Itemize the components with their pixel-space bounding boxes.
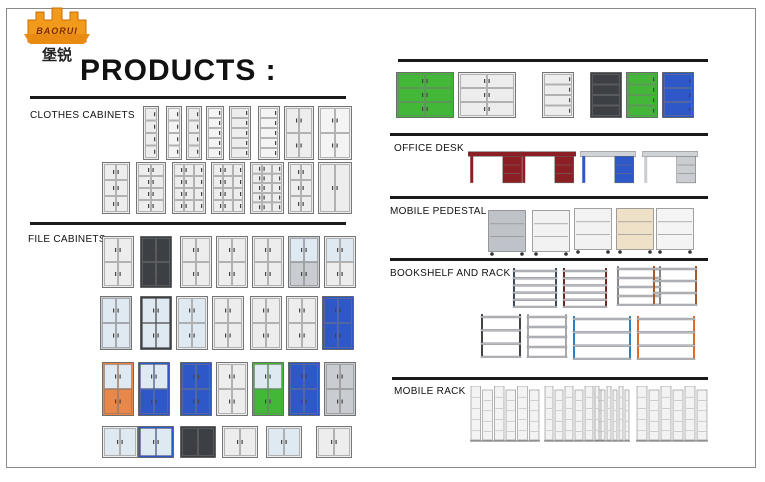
storage-rack-1 xyxy=(480,314,522,358)
clothes-cabinet-2 xyxy=(166,106,182,160)
clothes-cabinet-7 xyxy=(284,106,314,160)
filing-drawer-cabinet-2 xyxy=(458,72,516,118)
label-file-cabinets: FILE CABINETS xyxy=(28,234,106,245)
file-cabinet-1 xyxy=(102,236,134,288)
filing-drawer-cabinet-6 xyxy=(662,72,694,118)
clothes-cabinet-5 xyxy=(229,106,251,160)
label-clothes-cabinets: CLOTHES CABINETS xyxy=(30,110,135,121)
clothes-cabinet-15 xyxy=(318,162,352,214)
clothes-cabinet-14 xyxy=(288,162,314,214)
file-cabinet-16 xyxy=(138,362,170,416)
file-cabinet-13 xyxy=(286,296,318,350)
office-desk-3 xyxy=(580,146,636,184)
bookshelf-1 xyxy=(512,268,558,308)
file-cabinet-24 xyxy=(180,426,216,458)
clothes-cabinet-13 xyxy=(250,162,284,214)
rule-mobile-rack xyxy=(392,377,708,380)
file-cabinet-26 xyxy=(266,426,302,458)
file-cabinet-23 xyxy=(138,426,174,458)
office-desk-1 xyxy=(468,146,524,184)
file-cabinet-22 xyxy=(102,426,138,458)
file-cabinet-20 xyxy=(288,362,320,416)
clothes-cabinet-9 xyxy=(102,162,130,214)
file-cabinet-6 xyxy=(288,236,320,288)
file-cabinet-9 xyxy=(140,296,172,350)
page-title: PRODUCTS : xyxy=(80,54,277,87)
label-mobile-rack: MOBILE RACK xyxy=(394,386,466,397)
rule-office xyxy=(390,133,708,136)
mobile-pedestal-3 xyxy=(574,208,612,254)
file-cabinet-8 xyxy=(100,296,132,350)
file-cabinet-17 xyxy=(180,362,212,416)
bookshelf-2 xyxy=(562,268,608,308)
label-office-desk: OFFICE DESK xyxy=(394,143,464,154)
clothes-cabinet-3 xyxy=(186,106,202,160)
file-cabinet-27 xyxy=(316,426,352,458)
mobile-pedestal-5 xyxy=(656,208,694,254)
clothes-cabinet-12 xyxy=(211,162,245,214)
file-cabinet-11 xyxy=(212,296,244,350)
file-cabinet-4 xyxy=(216,236,248,288)
filing-drawer-cabinet-4 xyxy=(590,72,622,118)
clothes-cabinet-1 xyxy=(143,106,159,160)
file-cabinet-12 xyxy=(250,296,282,350)
filing-drawer-cabinet-5 xyxy=(626,72,658,118)
crown-icon xyxy=(24,7,90,44)
file-cabinet-10 xyxy=(176,296,208,350)
clothes-cabinet-10 xyxy=(136,162,166,214)
file-cabinet-19 xyxy=(252,362,284,416)
storage-rack-2 xyxy=(526,314,568,358)
file-cabinet-21 xyxy=(324,362,356,416)
file-cabinet-25 xyxy=(222,426,258,458)
clothes-cabinet-11 xyxy=(172,162,206,214)
office-desk-4 xyxy=(642,146,698,184)
rule-pedestal xyxy=(390,196,708,199)
file-cabinet-18 xyxy=(216,362,248,416)
rule-file xyxy=(30,222,346,225)
mobile-rack-1 xyxy=(470,386,540,442)
office-desk-2 xyxy=(520,146,576,184)
clothes-cabinet-8 xyxy=(318,106,352,160)
clothes-cabinet-6 xyxy=(258,106,280,160)
file-cabinet-3 xyxy=(180,236,212,288)
mobile-pedestal-1 xyxy=(488,210,526,256)
file-cabinet-5 xyxy=(252,236,284,288)
file-cabinet-15 xyxy=(102,362,134,416)
brand-name-en: BAORUI xyxy=(36,26,78,36)
mobile-rack-3 xyxy=(594,386,630,442)
storage-rack-4 xyxy=(636,316,696,360)
label-mobile-pedestal: MOBILE PEDESTAL xyxy=(390,206,487,217)
brand-logo: BAORUI 堡锐 xyxy=(18,4,96,68)
brand-name-cn: 堡锐 xyxy=(41,47,72,64)
file-cabinet-7 xyxy=(324,236,356,288)
mobile-pedestal-4 xyxy=(616,208,654,254)
storage-rack-3 xyxy=(572,316,632,360)
rule-top-right xyxy=(398,59,708,62)
filing-drawer-cabinet-3 xyxy=(542,72,574,118)
file-cabinet-2 xyxy=(140,236,172,288)
rule-bookshelf xyxy=(390,258,708,261)
filing-drawer-cabinet-1 xyxy=(396,72,454,118)
bookshelf-4 xyxy=(652,266,698,306)
label-bookshelf-and-rack: BOOKSHELF AND RACK xyxy=(390,268,511,279)
rule-clothes xyxy=(30,96,346,99)
clothes-cabinet-4 xyxy=(206,106,224,160)
file-cabinet-14 xyxy=(322,296,354,350)
mobile-rack-4 xyxy=(636,386,708,442)
mobile-pedestal-2 xyxy=(532,210,570,256)
